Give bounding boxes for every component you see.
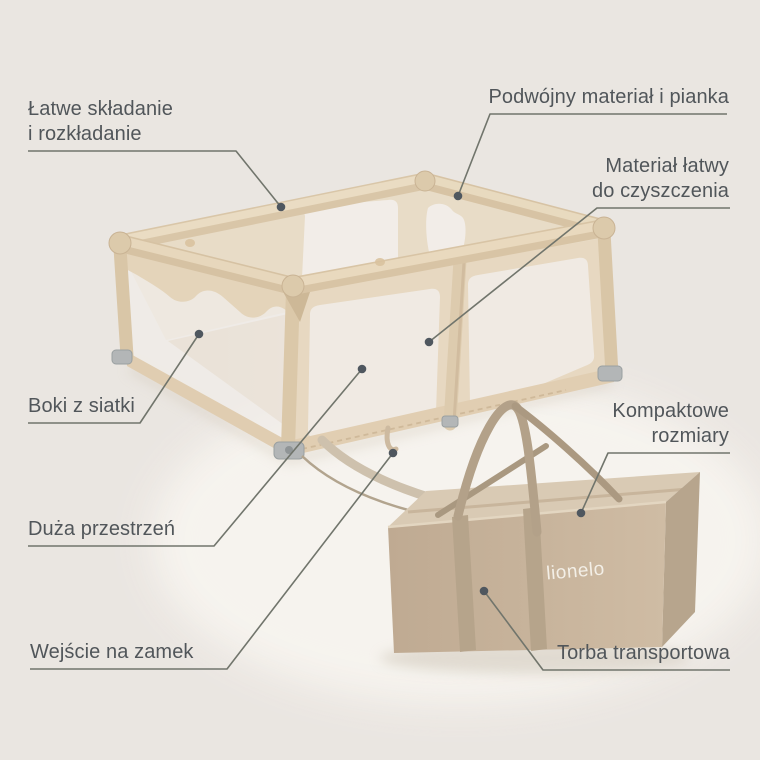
divider-post-shadow (452, 261, 466, 423)
leader-line-transport-bag (483, 590, 730, 671)
leader-line-large-space (28, 368, 363, 547)
leader-dot-zipper-entrance (388, 448, 398, 458)
foot-hinge (285, 446, 293, 454)
leader-dot-large-space (357, 364, 367, 374)
leader-dot-transport-bag (479, 586, 489, 596)
callout-transport-bag: Torba transportowa (556, 642, 730, 664)
callout-easy-clean: Materiał łatwy do czyszczenia (591, 155, 729, 202)
front-mesh-window-left (308, 288, 440, 439)
bag-logo-text: lionelo (545, 559, 605, 585)
left-panel-bottom-band (127, 352, 288, 456)
playpen-illustration (108, 170, 623, 465)
callout-mesh-sides: Boki z siatki (28, 395, 135, 417)
zipper-line (301, 389, 567, 450)
bag-front-strap-left (452, 515, 476, 652)
callout-lines (28, 113, 730, 671)
leader-dot-compact-size (576, 508, 586, 518)
leader-line-compact-size (580, 452, 730, 514)
top-rails (111, 172, 613, 295)
transport-bag-illustration: lionelo (380, 400, 700, 674)
callout-dots (194, 191, 586, 596)
front-mesh-window-right (468, 257, 595, 412)
corner-post-front (281, 283, 300, 455)
corner-post-left (113, 241, 134, 363)
leader-line-zipper-entrance (30, 452, 394, 670)
rail-corner-sleeves (108, 170, 616, 298)
corner-post-right (597, 225, 619, 381)
divider-post (443, 253, 467, 431)
leader-dot-mesh-sides (194, 329, 204, 339)
bag-handle-back (511, 402, 623, 503)
logo-emblem (375, 258, 385, 266)
callout-compact-size: Kompaktowe rozmiary (612, 400, 729, 447)
callout-large-space: Duża przestrzeń (28, 518, 176, 540)
bag-front-strap-right (523, 507, 547, 651)
bag-top-seam (407, 487, 689, 514)
callout-double-material: Podwójny materiał i pianka (488, 86, 729, 108)
leader-dot-easy-clean (424, 337, 434, 347)
leader-dot-double-material (453, 191, 463, 201)
leader-line-easy-clean (428, 207, 730, 343)
leader-line-double-material (457, 113, 727, 197)
leader-line-easy-folding (28, 150, 282, 208)
leader-line-mesh-sides (28, 333, 200, 424)
bag-end-face (662, 472, 700, 647)
callout-easy-folding: Łatwe składanie i rozkładanie (28, 98, 173, 145)
callout-zipper-entrance: Wejście na zamek (30, 641, 194, 663)
leader-dot-easy-folding (276, 202, 286, 212)
logo-emblem (185, 239, 195, 247)
left-panel-trim (122, 252, 293, 318)
